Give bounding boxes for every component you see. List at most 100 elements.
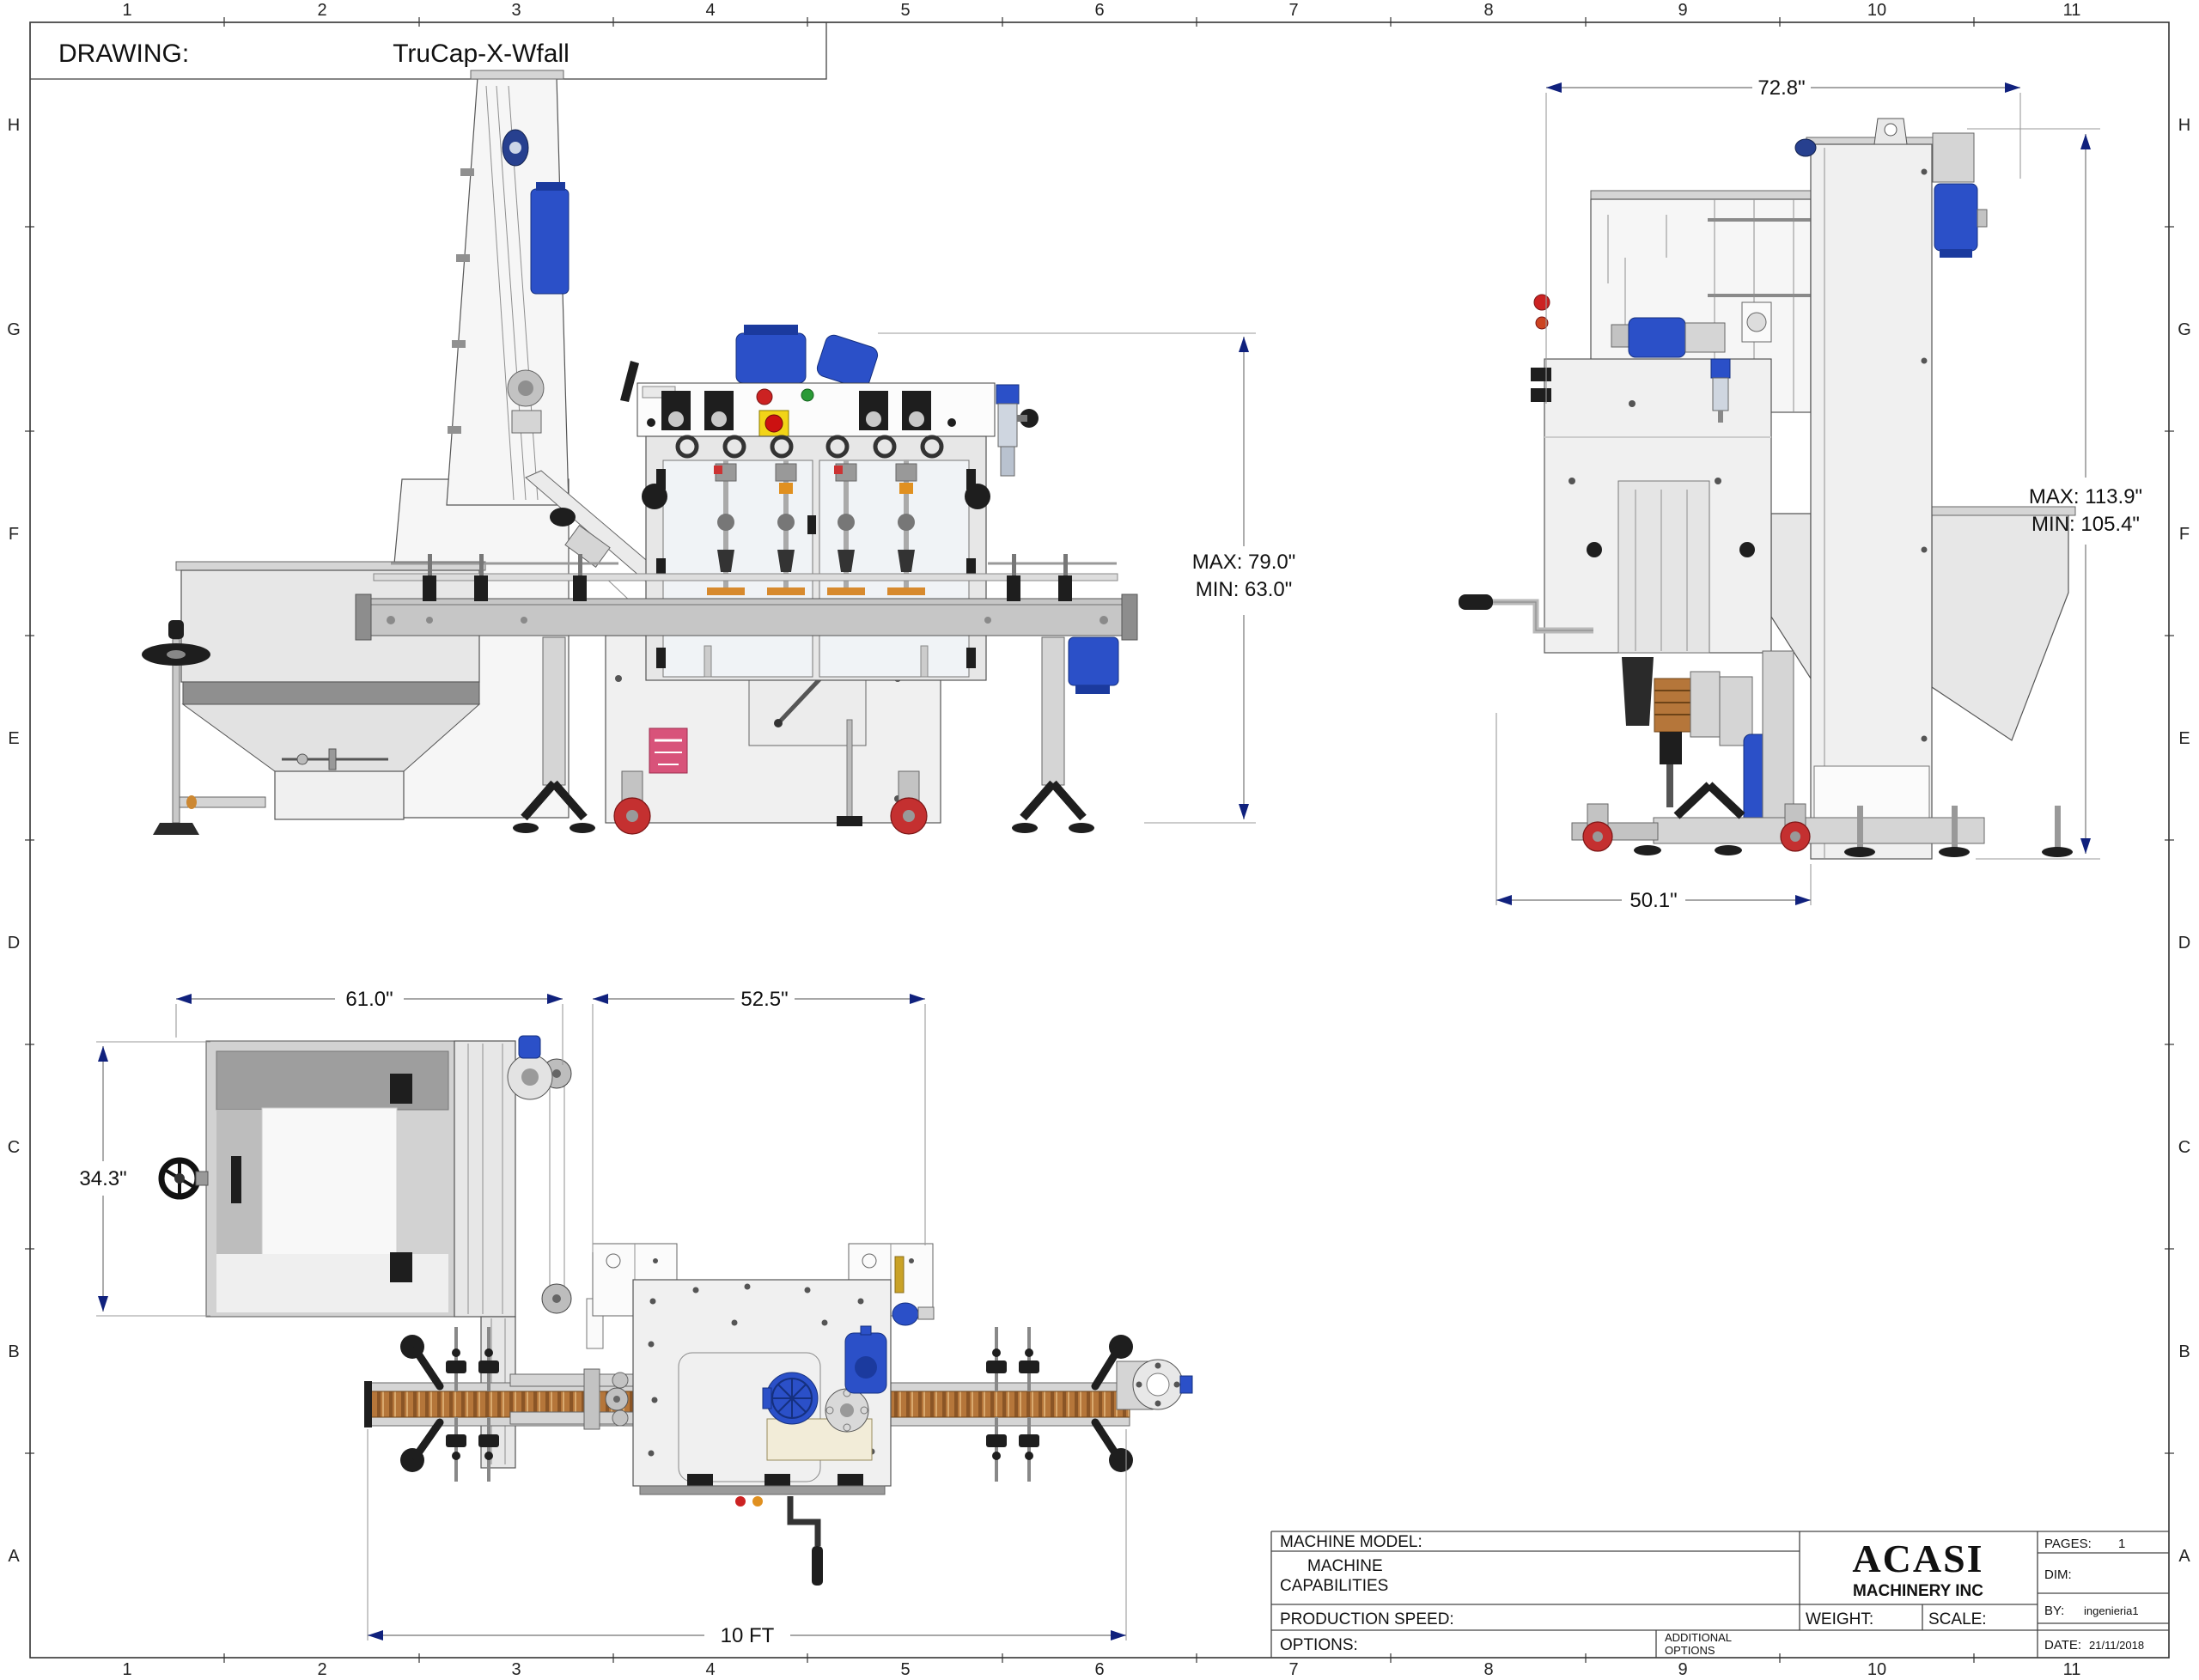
drawing-title-box: DRAWING: TruCap-X-Wfall	[29, 21, 827, 80]
grid-row: F	[2179, 525, 2190, 544]
dim-top-depth: 34.3"	[79, 1167, 126, 1190]
pages-value: 1	[2118, 1537, 2125, 1551]
conveyor-front	[355, 554, 1138, 694]
machine-model-label: MACHINE MODEL:	[1280, 1533, 1422, 1551]
side-view: 72.8" MAX: 113.9" MIN: 105.4" 50.1"	[1459, 76, 2142, 912]
top-view: 61.0" 52.5" 34.3" 10 FT	[79, 988, 1193, 1647]
dim-front-min: MIN: 63.0"	[1196, 578, 1293, 601]
title-block: MACHINE MODEL: MACHINE CAPABILITIES PROD…	[1270, 1531, 2169, 1658]
side-gear-motor	[1628, 317, 1686, 358]
side-depth-dimension: 50.1"	[1495, 713, 1812, 912]
grid-row-labels: H G F E D C B A H G F E D C B A	[7, 116, 2191, 1566]
control-panel	[637, 382, 996, 437]
grid-row: B	[2178, 1342, 2190, 1361]
elevator-drive-top	[518, 1035, 541, 1059]
grid-row: H	[8, 116, 20, 135]
grid-row: E	[2178, 729, 2190, 748]
grid-col: 5	[900, 1, 910, 20]
transfer-bridge-top	[509, 1298, 634, 1430]
hopper-top	[158, 1040, 455, 1318]
grid-row: C	[2178, 1138, 2190, 1157]
conveyor-end-motor-top	[1116, 1359, 1193, 1410]
warning-label	[649, 727, 688, 774]
dim-top-right: 52.5"	[740, 988, 788, 1011]
side-width-dimension: 72.8"	[1545, 76, 2021, 404]
grid-row: E	[8, 729, 19, 748]
grid-col: 6	[1094, 1, 1104, 20]
additional-options-label-2: OPTIONS	[1665, 1644, 1715, 1657]
top-right-width-dimension: 52.5"	[592, 988, 926, 1252]
company-logo: ACASI	[1852, 1537, 1983, 1580]
grid-row: A	[2178, 1547, 2190, 1566]
conveyor-legs-front	[513, 636, 1094, 833]
date-label: DATE:	[2044, 1638, 2081, 1653]
dim-side-max: MAX: 113.9"	[2029, 485, 2142, 508]
grid-col: 8	[1483, 1660, 1493, 1679]
conveyor-length-dimension: 10 FT	[367, 1429, 1127, 1647]
grid-row: H	[2178, 116, 2190, 135]
capper-motor-left	[735, 332, 807, 384]
height-crank-side	[1459, 594, 1593, 634]
by-label: BY:	[2044, 1604, 2064, 1618]
grid-col: 2	[317, 1660, 326, 1679]
elevator-motor-side	[1934, 183, 1978, 252]
grid-row: D	[8, 934, 20, 953]
production-speed-label: PRODUCTION SPEED:	[1280, 1610, 1454, 1628]
grid-col: 4	[705, 1, 715, 20]
grid-row: D	[2178, 934, 2190, 953]
company-sub-label: MACHINERY INC	[1853, 1582, 1983, 1600]
grid-row: B	[8, 1342, 19, 1361]
grid-col: 10	[1867, 1, 1886, 20]
grid-col: 5	[900, 1660, 910, 1679]
start-button	[801, 388, 814, 402]
by-value: ingenieria1	[2084, 1604, 2139, 1617]
grid-col: 10	[1867, 1660, 1886, 1679]
conveyor-motor	[1068, 636, 1119, 686]
date-value: 21/11/2018	[2089, 1639, 2144, 1652]
front-view: MAX: 79.0" MIN: 63.0"	[142, 70, 1295, 835]
top-left-width-dimension: 61.0"	[175, 988, 563, 1065]
grid-col: 7	[1288, 1, 1298, 20]
grid-col: 11	[2063, 1660, 2081, 1679]
adjust-knob-right	[965, 484, 990, 509]
dim-side-depth: 50.1"	[1629, 889, 1677, 912]
stop-button	[756, 388, 773, 405]
adjust-knob-left	[642, 484, 667, 509]
dim-top-left: 61.0"	[345, 988, 393, 1011]
capabilities-label-2: CAPABILITIES	[1280, 1577, 1388, 1595]
grid-col: 2	[317, 1, 326, 20]
drawing-label: DRAWING:	[58, 40, 189, 68]
grid-col: 1	[122, 1, 131, 20]
grid-column-labels: 1 2 3 4 5 6 7 8 9 10 11 1 2 3 4 5 6 7 8 …	[122, 1, 2080, 1679]
grid-col: 11	[2063, 1, 2081, 20]
dim-side-width: 72.8"	[1757, 76, 1805, 100]
drawing-model-name: TruCap-X-Wfall	[393, 40, 570, 68]
grid-row: G	[7, 320, 21, 339]
capper-body-side	[1531, 294, 1794, 831]
scale-label: SCALE:	[1928, 1610, 1987, 1628]
grid-col: 8	[1483, 1, 1493, 20]
elevator-motor	[530, 188, 570, 295]
capabilities-label-1: MACHINE	[1307, 1557, 1383, 1575]
machine-table-top	[592, 1243, 935, 1586]
elevator-tower-side	[1794, 118, 1988, 860]
grid-col: 3	[511, 1, 521, 20]
front-height-dimension: MAX: 79.0" MIN: 63.0"	[878, 332, 1296, 824]
dim-conveyor-length: 10 FT	[721, 1624, 775, 1647]
crank-stand-front	[142, 620, 266, 835]
dim-front-max: MAX: 79.0"	[1192, 551, 1296, 574]
table-crank-top	[812, 1546, 823, 1586]
grid-row: C	[8, 1138, 20, 1157]
grid-col: 1	[122, 1660, 131, 1679]
grid-col: 4	[705, 1660, 715, 1679]
grid-col: 9	[1678, 1660, 1687, 1679]
additional-options-label-1: ADDITIONAL	[1665, 1631, 1732, 1644]
weight-label: WEIGHT:	[1806, 1610, 1873, 1628]
capping-spindles	[707, 460, 925, 595]
grid-row: F	[9, 525, 19, 544]
options-label: OPTIONS:	[1280, 1636, 1358, 1654]
dim-side-min: MIN: 105.4"	[2031, 513, 2140, 536]
rail-clamps-top	[400, 1327, 1133, 1482]
grid-col: 7	[1288, 1660, 1298, 1679]
